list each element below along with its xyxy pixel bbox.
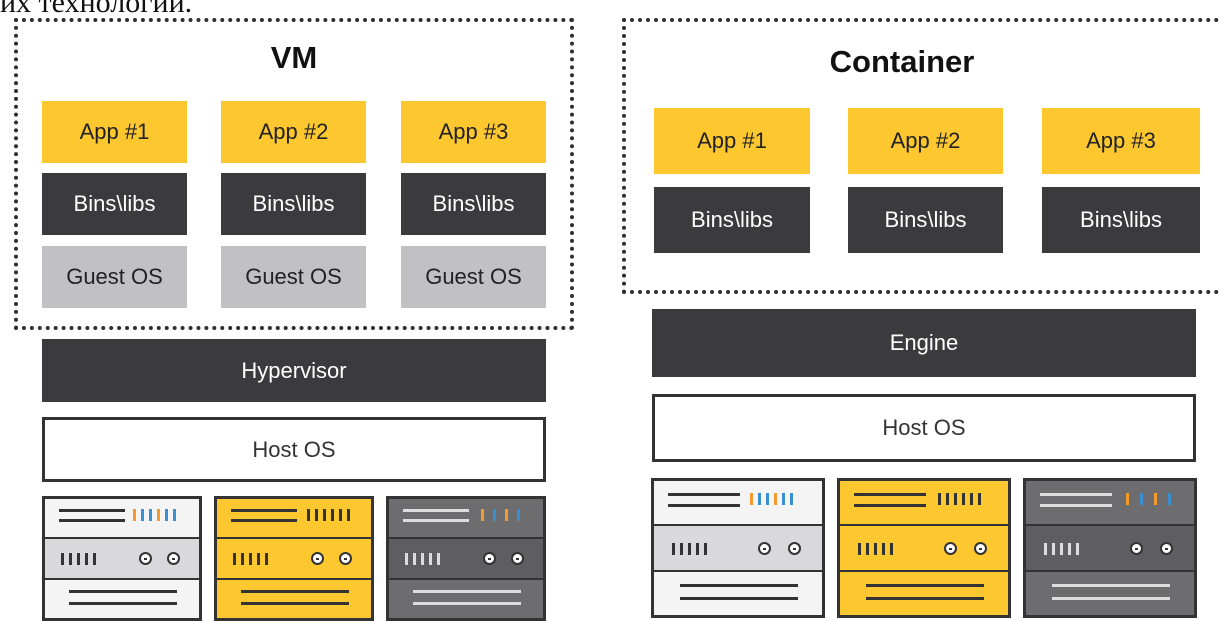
vm-host-os-layer: Host OS (42, 417, 546, 482)
server-yellow-icon (214, 496, 374, 621)
container-app-3: App #3 (1042, 108, 1200, 174)
container-host-os-layer: Host OS (652, 394, 1196, 462)
container-group-border (622, 18, 1219, 294)
vm-title: VM (270, 40, 318, 75)
container-app-2: App #2 (848, 108, 1003, 174)
engine-layer: Engine (652, 309, 1196, 377)
vm-group-border (14, 18, 574, 330)
vm-guest-os-3: Guest OS (401, 246, 546, 308)
vm-guest-os-1: Guest OS (42, 246, 187, 308)
vm-app-1: App #1 (42, 101, 187, 163)
vm-guest-os-2: Guest OS (221, 246, 366, 308)
container-app-1: App #1 (654, 108, 810, 174)
vm-app-2: App #2 (221, 101, 366, 163)
server-yellow-icon (837, 478, 1011, 618)
container-bins-3: Bins\libs (1042, 187, 1200, 253)
server-light-icon (651, 478, 825, 618)
server-dark-icon (1023, 478, 1197, 618)
vm-bins-1: Bins\libs (42, 173, 187, 235)
header-text: их технологий. (0, 0, 193, 19)
server-dark-icon (386, 496, 546, 621)
container-title: Container (829, 44, 975, 79)
vm-app-3: App #3 (401, 101, 546, 163)
server-light-icon (42, 496, 202, 621)
container-bins-1: Bins\libs (654, 187, 810, 253)
vm-bins-3: Bins\libs (401, 173, 546, 235)
hypervisor-layer: Hypervisor (42, 339, 546, 402)
container-bins-2: Bins\libs (848, 187, 1003, 253)
vm-bins-2: Bins\libs (221, 173, 366, 235)
